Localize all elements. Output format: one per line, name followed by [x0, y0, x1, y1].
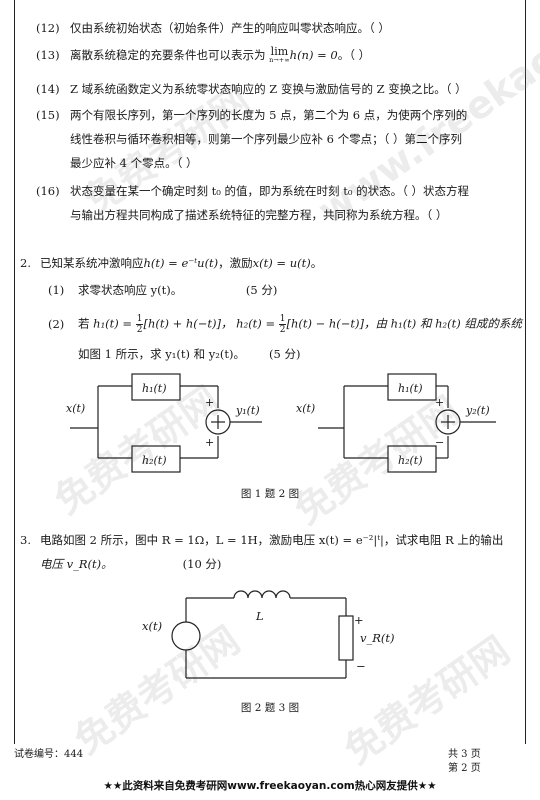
item-14: (14)Z 域系统函数定义为系统零状态响应的 Z 变换与激励信号的 Z 变换之比…	[36, 82, 467, 96]
fig1-right-block-h2: h₂(t)	[398, 454, 423, 467]
source-banner: ★★此资料来自免费考研网www.freekaoyan.com热心网友提供★★	[103, 780, 437, 792]
fig2-output-label: v_R(t)	[360, 631, 395, 645]
item-15-line-2: 线性卷积与循环卷积相等，则第一个序列最少应补 6 个零点；（ ）第二个序列	[70, 132, 463, 146]
page-total: 共 3 页	[448, 749, 481, 760]
fig1-left-plus-bottom: +	[205, 436, 214, 449]
fig1-left-block-h2: h₂(t)	[142, 454, 167, 467]
limit-expression: lim n→+∞	[269, 45, 290, 64]
item-16: (16)状态变量在某一个确定时刻 t₀ 的值，即为系统在时刻 t₀ 的状态。（ …	[36, 184, 469, 198]
page-number: 第 2 页	[448, 763, 481, 774]
fig1-right-output-label: y₂(t)	[465, 404, 490, 417]
question-3-line-2: 电压 v_R(t)。(10 分)	[40, 557, 222, 571]
figure-2-circuit: x(t) L + − v_R(t)	[142, 590, 395, 679]
fig1-left-output-label: y₁(t)	[235, 404, 260, 417]
fig1-left-block-h1: h₁(t)	[142, 382, 167, 395]
figure-1-caption: 图 1 题 2 图	[240, 488, 300, 500]
fig1-right-minus-bottom: −	[435, 436, 444, 449]
question-3: 3.电路如图 2 所示，图中 R = 1Ω，L = 1H，激励电压 x(t) =…	[20, 533, 504, 547]
exam-code: 试卷编号：444	[14, 749, 84, 760]
figure-1-diagrams: x(t) h₁(t) h₂(t) + + y₁(t) x(t) h₁(t) h₂…	[66, 373, 496, 473]
fig2-plus: +	[354, 613, 364, 627]
fig1-right-block-h1: h₁(t)	[398, 382, 423, 395]
fig2-inductor-label: L	[255, 609, 264, 623]
fig2-minus: −	[356, 659, 366, 673]
item-12: (12)仅由系统初始状态（初始条件）产生的响应叫零状态响应。（ ）	[36, 21, 390, 35]
item-16-line-2: 与输出方程共同构成了描述系统特征的完整方程，共同称为系统方程。（ ）	[70, 208, 448, 222]
question-2: 2.已知某系统冲激响应h(t) = e⁻ᵗu(t)，激励x(t) = u(t)。	[20, 256, 323, 270]
figure-2-caption: 图 2 题 3 图	[240, 702, 300, 714]
fig1-right-input-label: x(t)	[296, 402, 315, 415]
item-13: (13)离散系统稳定的充要条件也可以表示为 lim n→+∞ h(n) = 0。…	[36, 45, 371, 64]
item-15-line-3: 最少应补 4 个零点。（ ）	[70, 156, 198, 170]
fig2-source-label: x(t)	[142, 619, 162, 633]
question-2-part-1: (1)求零状态响应 y(t)。 (5 分)	[48, 283, 278, 297]
fig1-right-plus-top: +	[435, 396, 444, 409]
question-2-part-2-line-2: 如图 1 所示，求 y₁(t) 和 y₂(t)。(5 分)	[78, 347, 301, 361]
page-frame	[14, 0, 526, 744]
item-15: (15)两个有限长序列，第一个序列的长度为 5 点，第二个为 6 点，为使两个序…	[36, 108, 468, 122]
fig1-left-plus-top: +	[205, 396, 214, 409]
fig1-left-input-label: x(t)	[66, 402, 85, 415]
